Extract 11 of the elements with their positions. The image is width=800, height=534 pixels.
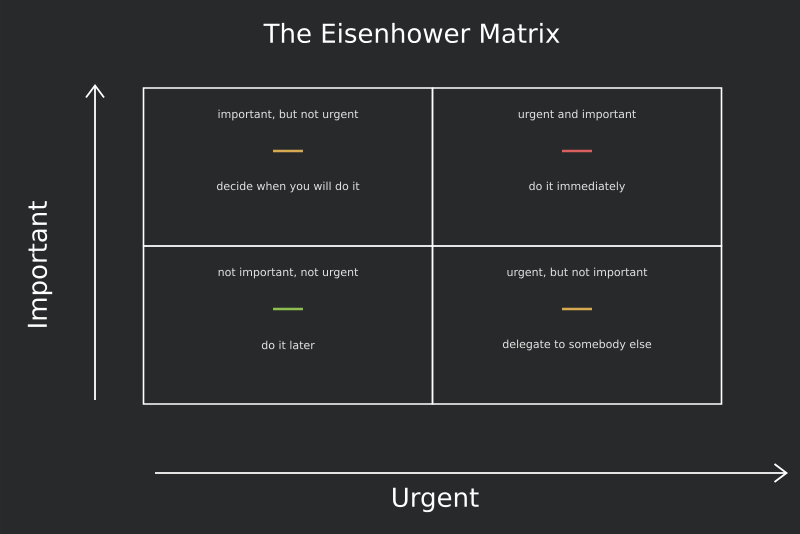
quadrant-action: do it immediately [529,182,626,192]
quadrant-action: decide when you will do it [217,182,360,192]
quadrant-heading: not important, not urgent [218,268,358,278]
axis-label: Important [28,201,52,327]
title: The Eisenhower Matrix [264,22,560,44]
quadrant-heading: urgent and important [518,110,636,120]
axis-label: Urgent [393,488,479,512]
quadrant-heading: urgent, but not important [507,268,648,278]
quadrant-action: do it later [262,340,315,350]
quadrant-heading: important, but not urgent [218,110,358,120]
quadrant-action: delegate to somebody else [502,340,652,350]
